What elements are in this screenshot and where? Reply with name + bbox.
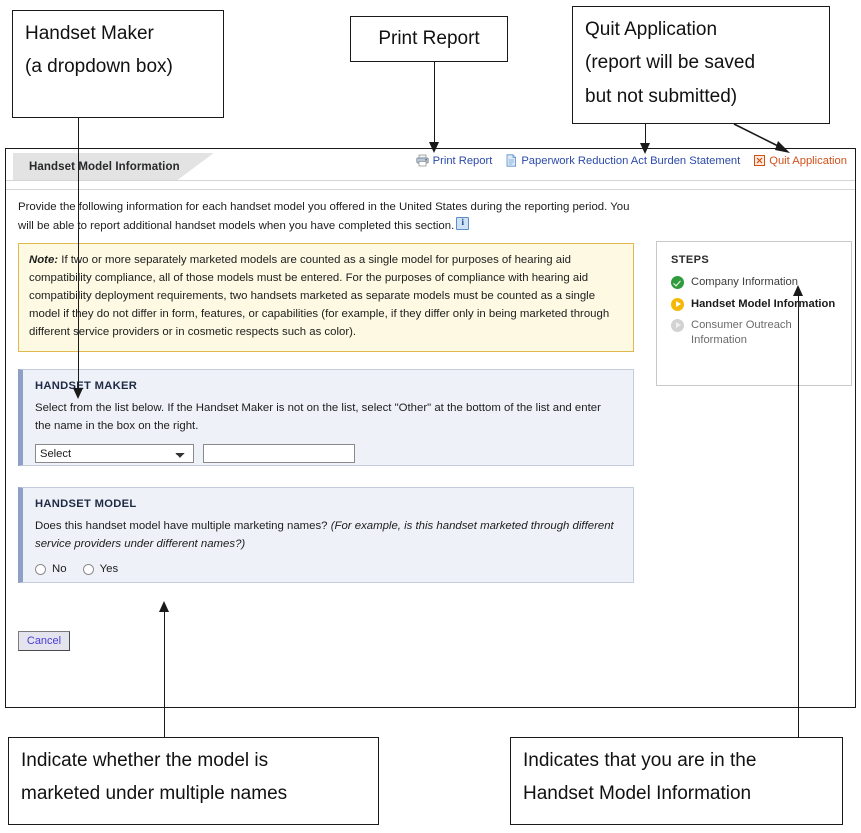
callout-current-step: Indicates that you are in the Handset Mo…: [510, 737, 843, 825]
callout-quit-line1: Quit Application: [585, 19, 718, 40]
header-divider-2: [6, 189, 855, 190]
arrowhead-current-step: [792, 285, 803, 296]
note-box: Note: If two or more separately marketed…: [18, 243, 634, 352]
printer-icon: [416, 154, 429, 167]
handset-model-question-example: (For example, is this handset marketed t…: [35, 520, 614, 550]
app-body: Provide the following information for ea…: [6, 191, 855, 707]
leader-line-handset-maker: [77, 118, 79, 390]
note-text: If two or more separately marketed model…: [29, 254, 610, 338]
print-report-link[interactable]: Print Report: [416, 154, 493, 167]
step-item-handset-model-information[interactable]: Handset Model Information: [671, 297, 839, 312]
callout-print-report-line1: Print Report: [378, 28, 480, 50]
note-label: Note:: [29, 254, 59, 266]
arrowhead-handset-maker: [72, 388, 83, 399]
app-header-bar: Handset Model Information Print Report: [6, 149, 855, 190]
callout-quit-line3: but not submitted): [585, 85, 738, 107]
radio-yes[interactable]: [82, 563, 94, 575]
cancel-button[interactable]: Cancel: [18, 631, 70, 651]
arrowhead-paperwork-statement: [639, 143, 650, 154]
arrow-circle-current-icon: [671, 297, 684, 311]
print-report-label: Print Report: [432, 154, 493, 167]
leader-line-paperwork-statement: [644, 124, 646, 146]
paperwork-statement-label: Paperwork Reduction Act Burden Statement: [521, 154, 741, 167]
callout-quit-application: Quit Application (report will be saved b…: [572, 6, 830, 124]
handset-model-panel: HANDSET MODEL Does this handset model ha…: [18, 487, 634, 583]
header-links: Print Report Paperwork Reduction Act Bur…: [416, 154, 847, 167]
step-label-handset-model-information: Handset Model Information: [691, 297, 836, 310]
header-divider: [6, 180, 855, 190]
leader-line-quit-application: [720, 110, 830, 170]
handset-maker-controls: Select: [35, 444, 619, 464]
quit-application-label: Quit Application: [769, 154, 847, 167]
callout-multiple-names: Indicate whether the model is marketed u…: [8, 737, 379, 825]
handset-maker-title: HANDSET MAKER: [35, 380, 138, 392]
callout-current-step-line1: Indicates that you are in the: [523, 750, 757, 771]
step-label-consumer-outreach-information: Consumer Outreach Information: [691, 319, 792, 346]
leader-line-print-report: [433, 62, 435, 146]
quit-application-link[interactable]: Quit Application: [754, 155, 847, 167]
tab-label: Handset Model Information: [29, 160, 180, 173]
callout-multiple-names-line2: marketed under multiple names: [21, 783, 288, 805]
handset-model-radio-group: No Yes: [35, 563, 619, 575]
step-item-company-information[interactable]: Company Information: [671, 275, 839, 290]
intro-text: Provide the following information for ea…: [18, 199, 638, 235]
callout-print-report: Print Report: [350, 16, 508, 62]
handset-maker-other-input[interactable]: [203, 444, 355, 464]
radio-no-label: No: [52, 563, 67, 576]
paperwork-statement-link[interactable]: Paperwork Reduction Act Burden Statement: [506, 154, 740, 167]
handset-maker-select[interactable]: Select: [35, 444, 194, 464]
handset-model-title: HANDSET MODEL: [35, 498, 137, 510]
tab-handset-model-information[interactable]: Handset Model Information: [13, 153, 214, 180]
arrowhead-multiple-names: [158, 601, 169, 612]
application-window: Handset Model Information Print Report: [5, 148, 856, 708]
handset-model-question: Does this handset model have multiple ma…: [35, 518, 619, 553]
arrowhead-print-report: [428, 142, 439, 153]
callout-quit-line2: (report will be saved: [585, 52, 756, 74]
step-item-consumer-outreach-information[interactable]: Consumer Outreach Information: [671, 318, 839, 347]
info-icon[interactable]: [456, 216, 470, 230]
callout-handset-maker-line1: Handset Maker: [25, 23, 154, 44]
handset-maker-panel: HANDSET MAKER Select from the list below…: [18, 369, 634, 466]
check-circle-icon: [671, 276, 684, 289]
document-icon: [506, 154, 517, 167]
callout-handset-maker: Handset Maker (a dropdown box): [12, 10, 224, 118]
radio-yes-label: Yes: [99, 563, 119, 576]
leader-line-multiple-names: [163, 612, 165, 737]
radio-no[interactable]: [35, 563, 46, 575]
steps-title: STEPS: [671, 254, 710, 266]
callout-multiple-names-line1: Indicate whether the model is: [21, 750, 269, 771]
intro-text-content: Provide the following information for ea…: [18, 201, 630, 232]
callout-handset-maker-line2: (a dropdown box): [25, 56, 173, 78]
step-label-company-information: Company Information: [691, 276, 798, 288]
close-box-icon: [754, 155, 766, 166]
leader-line-current-step: [797, 296, 799, 737]
callout-current-step-line2: Handset Model Information: [523, 783, 752, 805]
steps-panel: STEPS Company Information Handset Model …: [656, 241, 852, 386]
handset-model-question-main: Does this handset model have multiple ma…: [35, 520, 331, 532]
arrow-circle-pending-icon: [671, 319, 684, 333]
handset-maker-instructions: Select from the list below. If the Hands…: [35, 402, 601, 432]
